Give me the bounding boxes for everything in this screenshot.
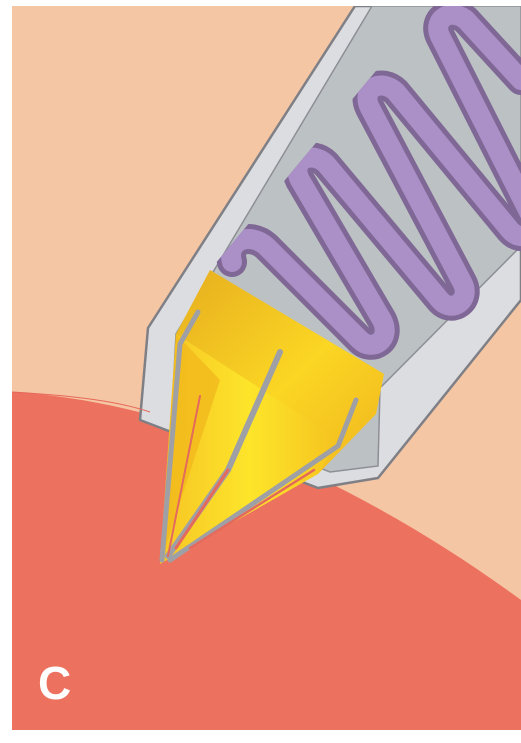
electrode-wires (159, 309, 359, 563)
coil-spring (216, 6, 521, 360)
panel-label: C (38, 657, 72, 709)
tissue-region (12, 392, 521, 730)
tissue-edge (12, 391, 151, 413)
